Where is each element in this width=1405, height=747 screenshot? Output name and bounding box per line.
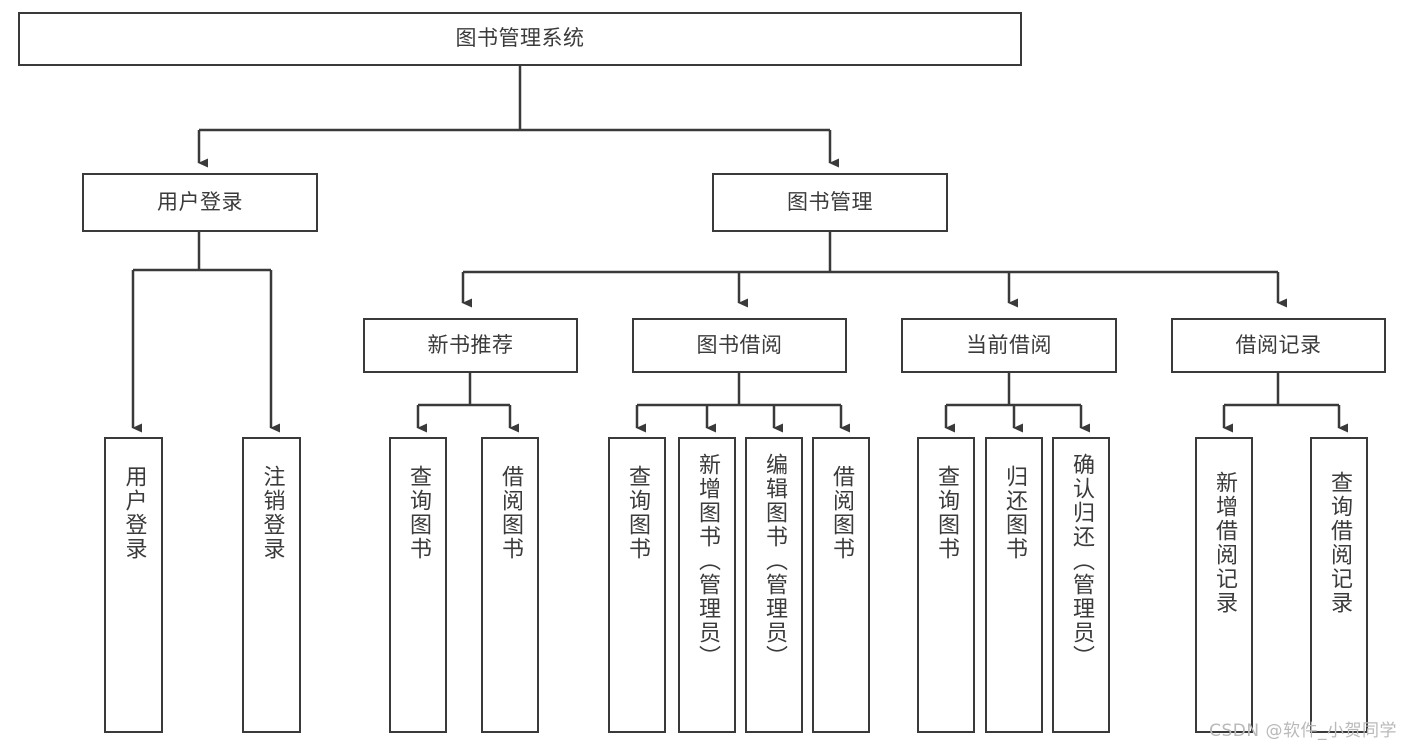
node-leaf-add-record[interactable]: 新增借阅记录 (1195, 437, 1253, 733)
node-leaf-query-record[interactable]: 查询借阅记录 (1310, 437, 1368, 733)
node-leaf-query-record-label: 查询借阅记录 (1327, 471, 1352, 615)
node-new-book-rec-label: 新书推荐 (427, 332, 514, 357)
node-book-manage-label: 图书管理 (787, 189, 873, 214)
node-leaf-query-book-3[interactable]: 查询图书 (917, 437, 975, 733)
node-leaf-edit-book-label: 编辑图书（管理员） (762, 453, 787, 669)
node-user-login[interactable]: 用户登录 (82, 173, 318, 232)
node-leaf-borrow-book-1-label: 借阅图书 (498, 465, 523, 561)
node-leaf-add-book-label: 新增图书（管理员） (695, 453, 720, 669)
node-leaf-return-book-label: 归还图书 (1002, 465, 1027, 561)
node-root-label: 图书管理系统 (455, 26, 585, 51)
node-leaf-user-login[interactable]: 用户登录 (104, 437, 163, 733)
node-user-login-label: 用户登录 (157, 189, 243, 214)
node-book-manage[interactable]: 图书管理 (712, 173, 948, 232)
node-leaf-return-book[interactable]: 归还图书 (985, 437, 1043, 733)
node-root[interactable]: 图书管理系统 (18, 12, 1022, 66)
node-leaf-user-login-label: 用户登录 (121, 465, 147, 561)
node-current-borrow[interactable]: 当前借阅 (901, 318, 1117, 373)
node-leaf-borrow-book-1[interactable]: 借阅图书 (481, 437, 539, 733)
node-leaf-logout-label: 注销登录 (259, 465, 285, 561)
node-leaf-logout[interactable]: 注销登录 (242, 437, 301, 733)
node-leaf-query-book-2[interactable]: 查询图书 (608, 437, 666, 733)
node-leaf-add-book[interactable]: 新增图书（管理员） (678, 437, 736, 733)
node-leaf-query-book-3-label: 查询图书 (934, 465, 959, 561)
node-borrow-record-label: 借阅记录 (1235, 332, 1322, 357)
node-new-book-rec[interactable]: 新书推荐 (363, 318, 578, 373)
node-leaf-edit-book[interactable]: 编辑图书（管理员） (745, 437, 803, 733)
node-book-borrow[interactable]: 图书借阅 (632, 318, 847, 373)
node-leaf-query-book-2-label: 查询图书 (625, 465, 650, 561)
csdn-watermark: CSDN @软件_小贺同学 (1209, 721, 1397, 741)
node-borrow-record[interactable]: 借阅记录 (1171, 318, 1386, 373)
node-leaf-borrow-book-2[interactable]: 借阅图书 (812, 437, 870, 733)
node-current-borrow-label: 当前借阅 (966, 332, 1052, 357)
node-leaf-borrow-book-2-label: 借阅图书 (829, 465, 854, 561)
node-leaf-query-book-1-label: 查询图书 (406, 465, 431, 561)
node-leaf-query-book-1[interactable]: 查询图书 (389, 437, 447, 733)
node-leaf-add-record-label: 新增借阅记录 (1212, 471, 1237, 615)
node-leaf-confirm-return[interactable]: 确认归还（管理员） (1052, 437, 1110, 733)
node-book-borrow-label: 图书借阅 (696, 332, 783, 357)
node-leaf-confirm-return-label: 确认归还（管理员） (1069, 453, 1094, 669)
